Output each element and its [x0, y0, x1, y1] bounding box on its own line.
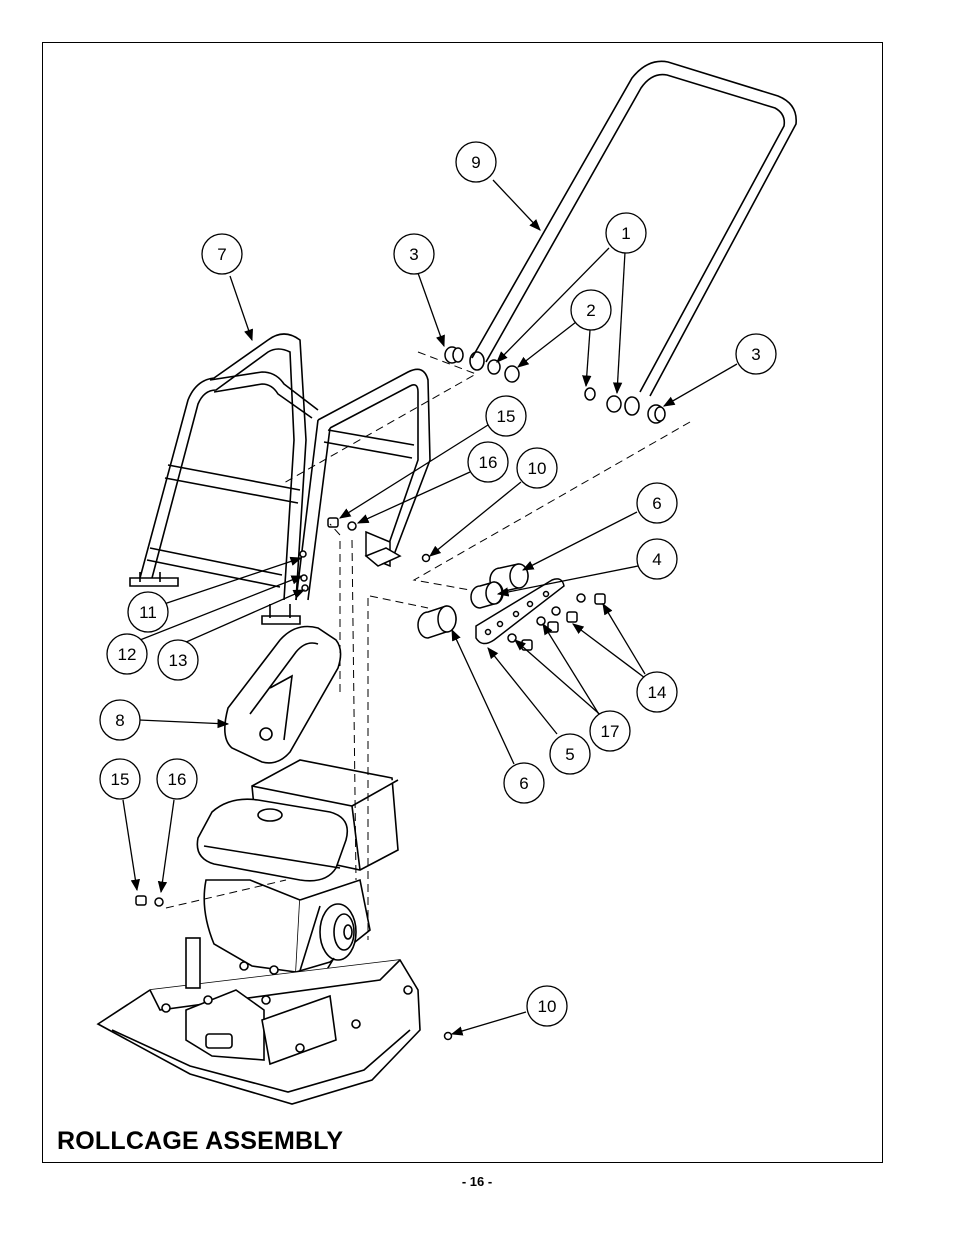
callout-label: 15 — [497, 407, 516, 426]
page-title: ROLLCAGE ASSEMBLY — [57, 1127, 344, 1155]
callout-1: 1 — [605, 212, 647, 254]
callout-label: 10 — [538, 997, 557, 1016]
callout-label: 8 — [115, 711, 124, 730]
callout-label: 14 — [648, 683, 667, 702]
callout-10a: 10 — [516, 447, 558, 489]
callout-6b: 6 — [503, 762, 545, 804]
callout-16b: 16 — [156, 758, 198, 800]
page-number: - 16 - — [461, 1174, 493, 1189]
callout-label: 16 — [479, 453, 498, 472]
callout-label: 3 — [751, 345, 760, 364]
callout-11: 11 — [127, 591, 169, 633]
diagram-border — [42, 42, 883, 1163]
rollcage-frame-part-7 — [129, 333, 431, 625]
callout-label: 11 — [139, 603, 157, 622]
callout-leader-lines — [122, 179, 738, 1036]
callout-label: 17 — [601, 722, 620, 741]
assembly-dashed-lines — [165, 351, 691, 940]
callout-label: 7 — [217, 245, 226, 264]
engine-and-baseplate — [96, 759, 421, 1105]
callout-8: 8 — [99, 699, 141, 741]
callout-17: 17 — [589, 710, 631, 752]
callout-14: 14 — [636, 671, 678, 713]
callout-7: 7 — [201, 233, 243, 275]
callout-15a: 15 — [485, 395, 527, 437]
handle-bushings-parts — [444, 346, 666, 424]
callout-label: 9 — [471, 153, 480, 172]
callout-label: 5 — [565, 745, 574, 764]
callout-9: 9 — [455, 141, 497, 183]
callout-16a: 16 — [467, 441, 509, 483]
callout-12: 12 — [106, 633, 148, 675]
isolator-bracket-parts — [417, 563, 606, 651]
callout-label: 6 — [652, 494, 661, 513]
callout-3b: 3 — [735, 333, 777, 375]
callout-label: 3 — [409, 245, 418, 264]
callout-4: 4 — [636, 538, 678, 580]
callout-13: 13 — [157, 639, 199, 681]
callout-5: 5 — [549, 733, 591, 775]
callout-10b: 10 — [526, 985, 568, 1027]
callout-6a: 6 — [636, 482, 678, 524]
lower-fastener-hardware — [135, 895, 453, 1041]
callout-label: 4 — [652, 550, 661, 569]
callout-label: 13 — [169, 651, 188, 670]
upper-handle-part-9 — [469, 60, 797, 416]
mount-bracket-hardware — [299, 517, 431, 592]
callout-label: 2 — [586, 301, 595, 320]
callout-label: 16 — [168, 770, 187, 789]
callout-label: 10 — [528, 459, 547, 478]
callout-label: 6 — [519, 774, 528, 793]
belt-guard-part-8 — [224, 625, 342, 764]
callout-label: 1 — [621, 224, 630, 243]
callout-label: 15 — [111, 770, 130, 789]
callout-15b: 15 — [99, 758, 141, 800]
callout-2: 2 — [570, 289, 612, 331]
callout-bubbles: 9 1 7 3 2 3 15 16 10 6 4 11 12 13 14 8 1… — [99, 141, 777, 1027]
callout-label: 12 — [118, 645, 137, 664]
callout-3a: 3 — [393, 233, 435, 275]
